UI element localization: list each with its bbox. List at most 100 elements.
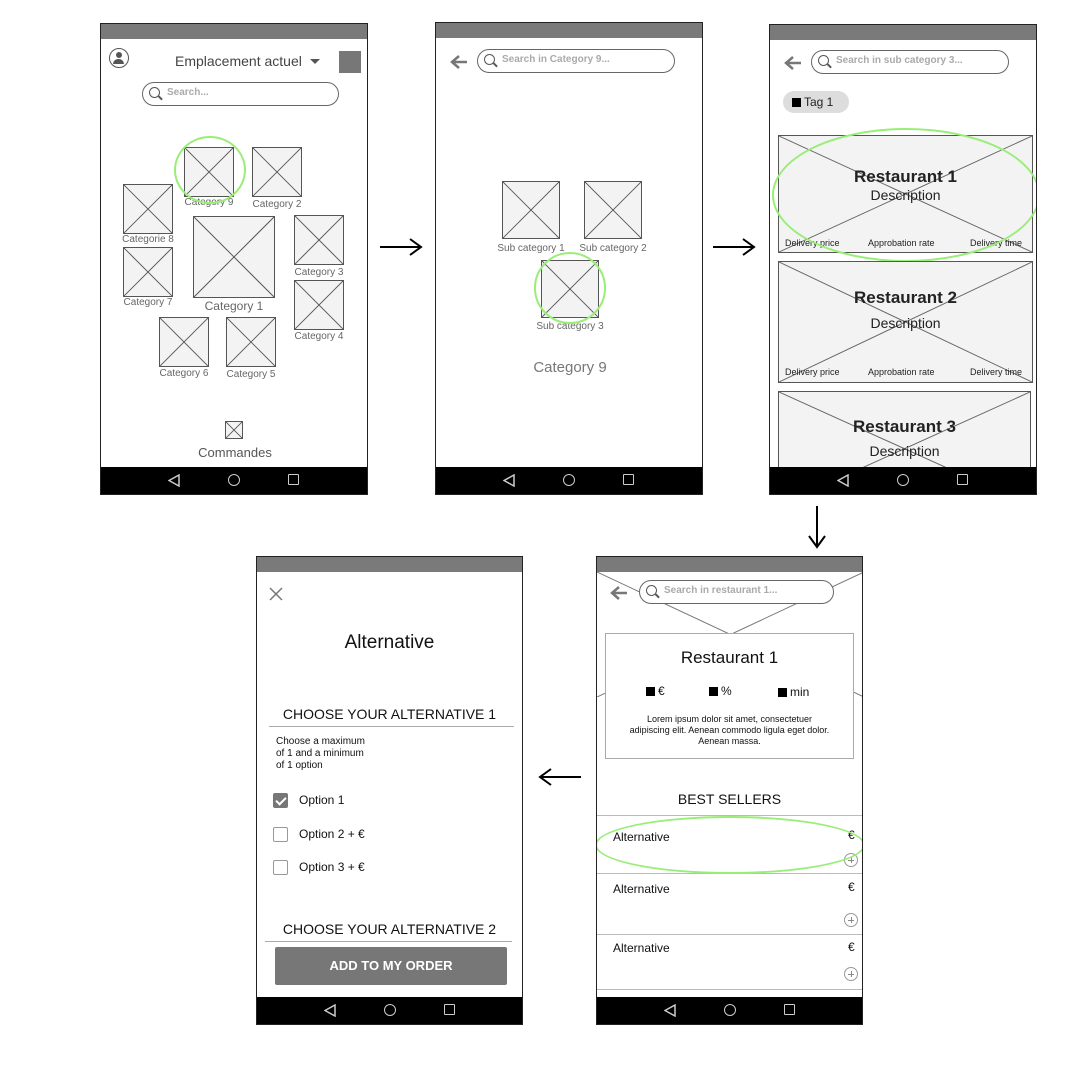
rule-line-2: of 1 and a minimum	[276, 748, 364, 759]
category-7-image[interactable]	[123, 247, 173, 297]
category-8-label: Categorie 8	[122, 234, 174, 245]
restaurant-name: Restaurant 1	[680, 648, 779, 667]
android-nav-bar	[770, 467, 1036, 494]
nav-recent-icon[interactable]	[288, 474, 299, 485]
option-2-checkbox[interactable]	[273, 827, 288, 842]
status-bar	[597, 557, 862, 572]
list-item[interactable]: Alternative €	[597, 816, 862, 873]
location-selector[interactable]: Emplacement actuel	[175, 53, 320, 69]
sub-category-1-image[interactable]	[502, 181, 560, 239]
category-6-image[interactable]	[159, 317, 209, 367]
nav-back-icon[interactable]	[324, 1004, 336, 1017]
back-arrow-icon[interactable]	[610, 586, 628, 600]
list-item[interactable]: Alternative €	[597, 874, 862, 933]
screen-alternative: Alternative CHOOSE YOUR ALTERNATIVE 1 Ch…	[256, 556, 523, 1025]
tag-chip[interactable]: Tag 1	[783, 91, 849, 113]
search-input[interactable]: Search in restaurant 1...	[639, 580, 834, 604]
sub-category-2-image[interactable]	[584, 181, 642, 239]
add-item-icon[interactable]	[844, 853, 858, 867]
restaurant-description: Description	[870, 187, 941, 203]
nav-home-icon[interactable]	[563, 474, 575, 486]
item-price: €	[848, 828, 855, 842]
sub-category-3-label: Sub category 3	[536, 321, 604, 332]
restaurant-card[interactable]: Restaurant 2 Description Delivery price …	[778, 261, 1033, 383]
best-sellers-heading: BEST SELLERS	[677, 791, 782, 807]
item-price: €	[848, 880, 855, 894]
flow-arrow-right	[713, 238, 756, 256]
rule-line-1: Choose a maximum	[276, 736, 365, 747]
cart-icon[interactable]	[339, 51, 361, 73]
search-input[interactable]: Search in Category 9...	[477, 49, 675, 73]
search-input[interactable]: Search in sub category 3...	[811, 50, 1009, 74]
option-3-label[interactable]: Option 3 + €	[299, 860, 365, 874]
option-1-checkbox[interactable]	[273, 793, 288, 808]
category-8-image[interactable]	[123, 184, 173, 234]
category-4-label: Category 4	[294, 331, 344, 342]
close-icon[interactable]	[269, 587, 283, 601]
restaurant-name: Restaurant 2	[854, 288, 957, 307]
status-bar	[101, 24, 367, 39]
divider	[597, 934, 862, 935]
option-3-checkbox[interactable]	[273, 860, 288, 875]
add-item-icon[interactable]	[844, 967, 858, 981]
category-9-image[interactable]	[184, 147, 234, 197]
flow-arrow-left	[538, 768, 581, 786]
nav-home-icon[interactable]	[228, 474, 240, 486]
user-icon[interactable]	[109, 48, 129, 68]
back-arrow-icon[interactable]	[450, 55, 468, 69]
nav-back-icon[interactable]	[168, 474, 180, 487]
delivery-price: Delivery price	[785, 367, 840, 377]
restaurant-card[interactable]: Restaurant 1 Description Delivery price …	[778, 135, 1033, 253]
status-bar	[770, 25, 1036, 40]
category-1-image[interactable]	[193, 216, 275, 298]
nav-recent-icon[interactable]	[784, 1004, 795, 1015]
add-to-order-button[interactable]: ADD TO MY ORDER	[275, 947, 507, 985]
orders-label[interactable]: Commandes	[198, 445, 272, 460]
nav-home-icon[interactable]	[897, 474, 909, 486]
android-nav-bar	[101, 467, 367, 494]
item-price: €	[848, 940, 855, 954]
nav-back-icon[interactable]	[503, 474, 515, 487]
restaurant-card[interactable]: Restaurant 3 Description	[778, 391, 1031, 481]
screen-home: Emplacement actuel Search... Category 9 …	[100, 23, 368, 495]
lorem-line-2: adipiscing elit. Aenean commodo ligula e…	[629, 725, 830, 735]
delivery-time: Delivery time	[970, 367, 1023, 377]
list-item[interactable]: Alternative €	[597, 935, 862, 989]
search-icon	[818, 55, 829, 66]
rate-indicator: %	[709, 684, 732, 698]
nav-recent-icon[interactable]	[444, 1004, 455, 1015]
category-2-image[interactable]	[252, 147, 302, 197]
category-4-image[interactable]	[294, 280, 344, 330]
nav-recent-icon[interactable]	[957, 474, 968, 485]
category-3-image[interactable]	[294, 215, 344, 265]
category-3-label: Category 3	[294, 267, 344, 278]
nav-home-icon[interactable]	[384, 1004, 396, 1016]
category-5-image[interactable]	[226, 317, 276, 367]
screen-sub-category: Search in sub category 3... Tag 1 Restau…	[769, 24, 1037, 495]
status-bar	[436, 23, 702, 38]
nav-back-icon[interactable]	[664, 1004, 676, 1017]
restaurant-info-card: Restaurant 1 € % min Lorem ipsum dolor s…	[605, 633, 854, 759]
search-input[interactable]: Search...	[142, 82, 339, 106]
modal-title: Alternative	[344, 632, 435, 653]
approbation-rate: Approbation rate	[868, 367, 935, 377]
back-arrow-icon[interactable]	[784, 56, 802, 70]
tag-label: Tag 1	[804, 95, 834, 109]
flow-arrow-right	[380, 238, 423, 256]
delivery-time: Delivery time	[970, 238, 1023, 248]
option-2-label[interactable]: Option 2 + €	[299, 827, 365, 841]
section-2-heading: CHOOSE YOUR ALTERNATIVE 2	[282, 921, 497, 937]
add-item-icon[interactable]	[844, 913, 858, 927]
sub-category-3-image[interactable]	[541, 260, 599, 318]
search-icon	[149, 87, 160, 98]
option-1-label[interactable]: Option 1	[299, 793, 345, 807]
divider	[265, 941, 512, 942]
orders-icon[interactable]	[225, 421, 243, 439]
nav-recent-icon[interactable]	[623, 474, 634, 485]
nav-home-icon[interactable]	[724, 1004, 736, 1016]
category-1-label: Category 1	[204, 299, 264, 313]
rule-line-3: of 1 option	[276, 760, 323, 771]
category-9-label: Category 9	[184, 197, 234, 208]
location-label: Emplacement actuel	[175, 53, 302, 69]
nav-back-icon[interactable]	[837, 474, 849, 487]
